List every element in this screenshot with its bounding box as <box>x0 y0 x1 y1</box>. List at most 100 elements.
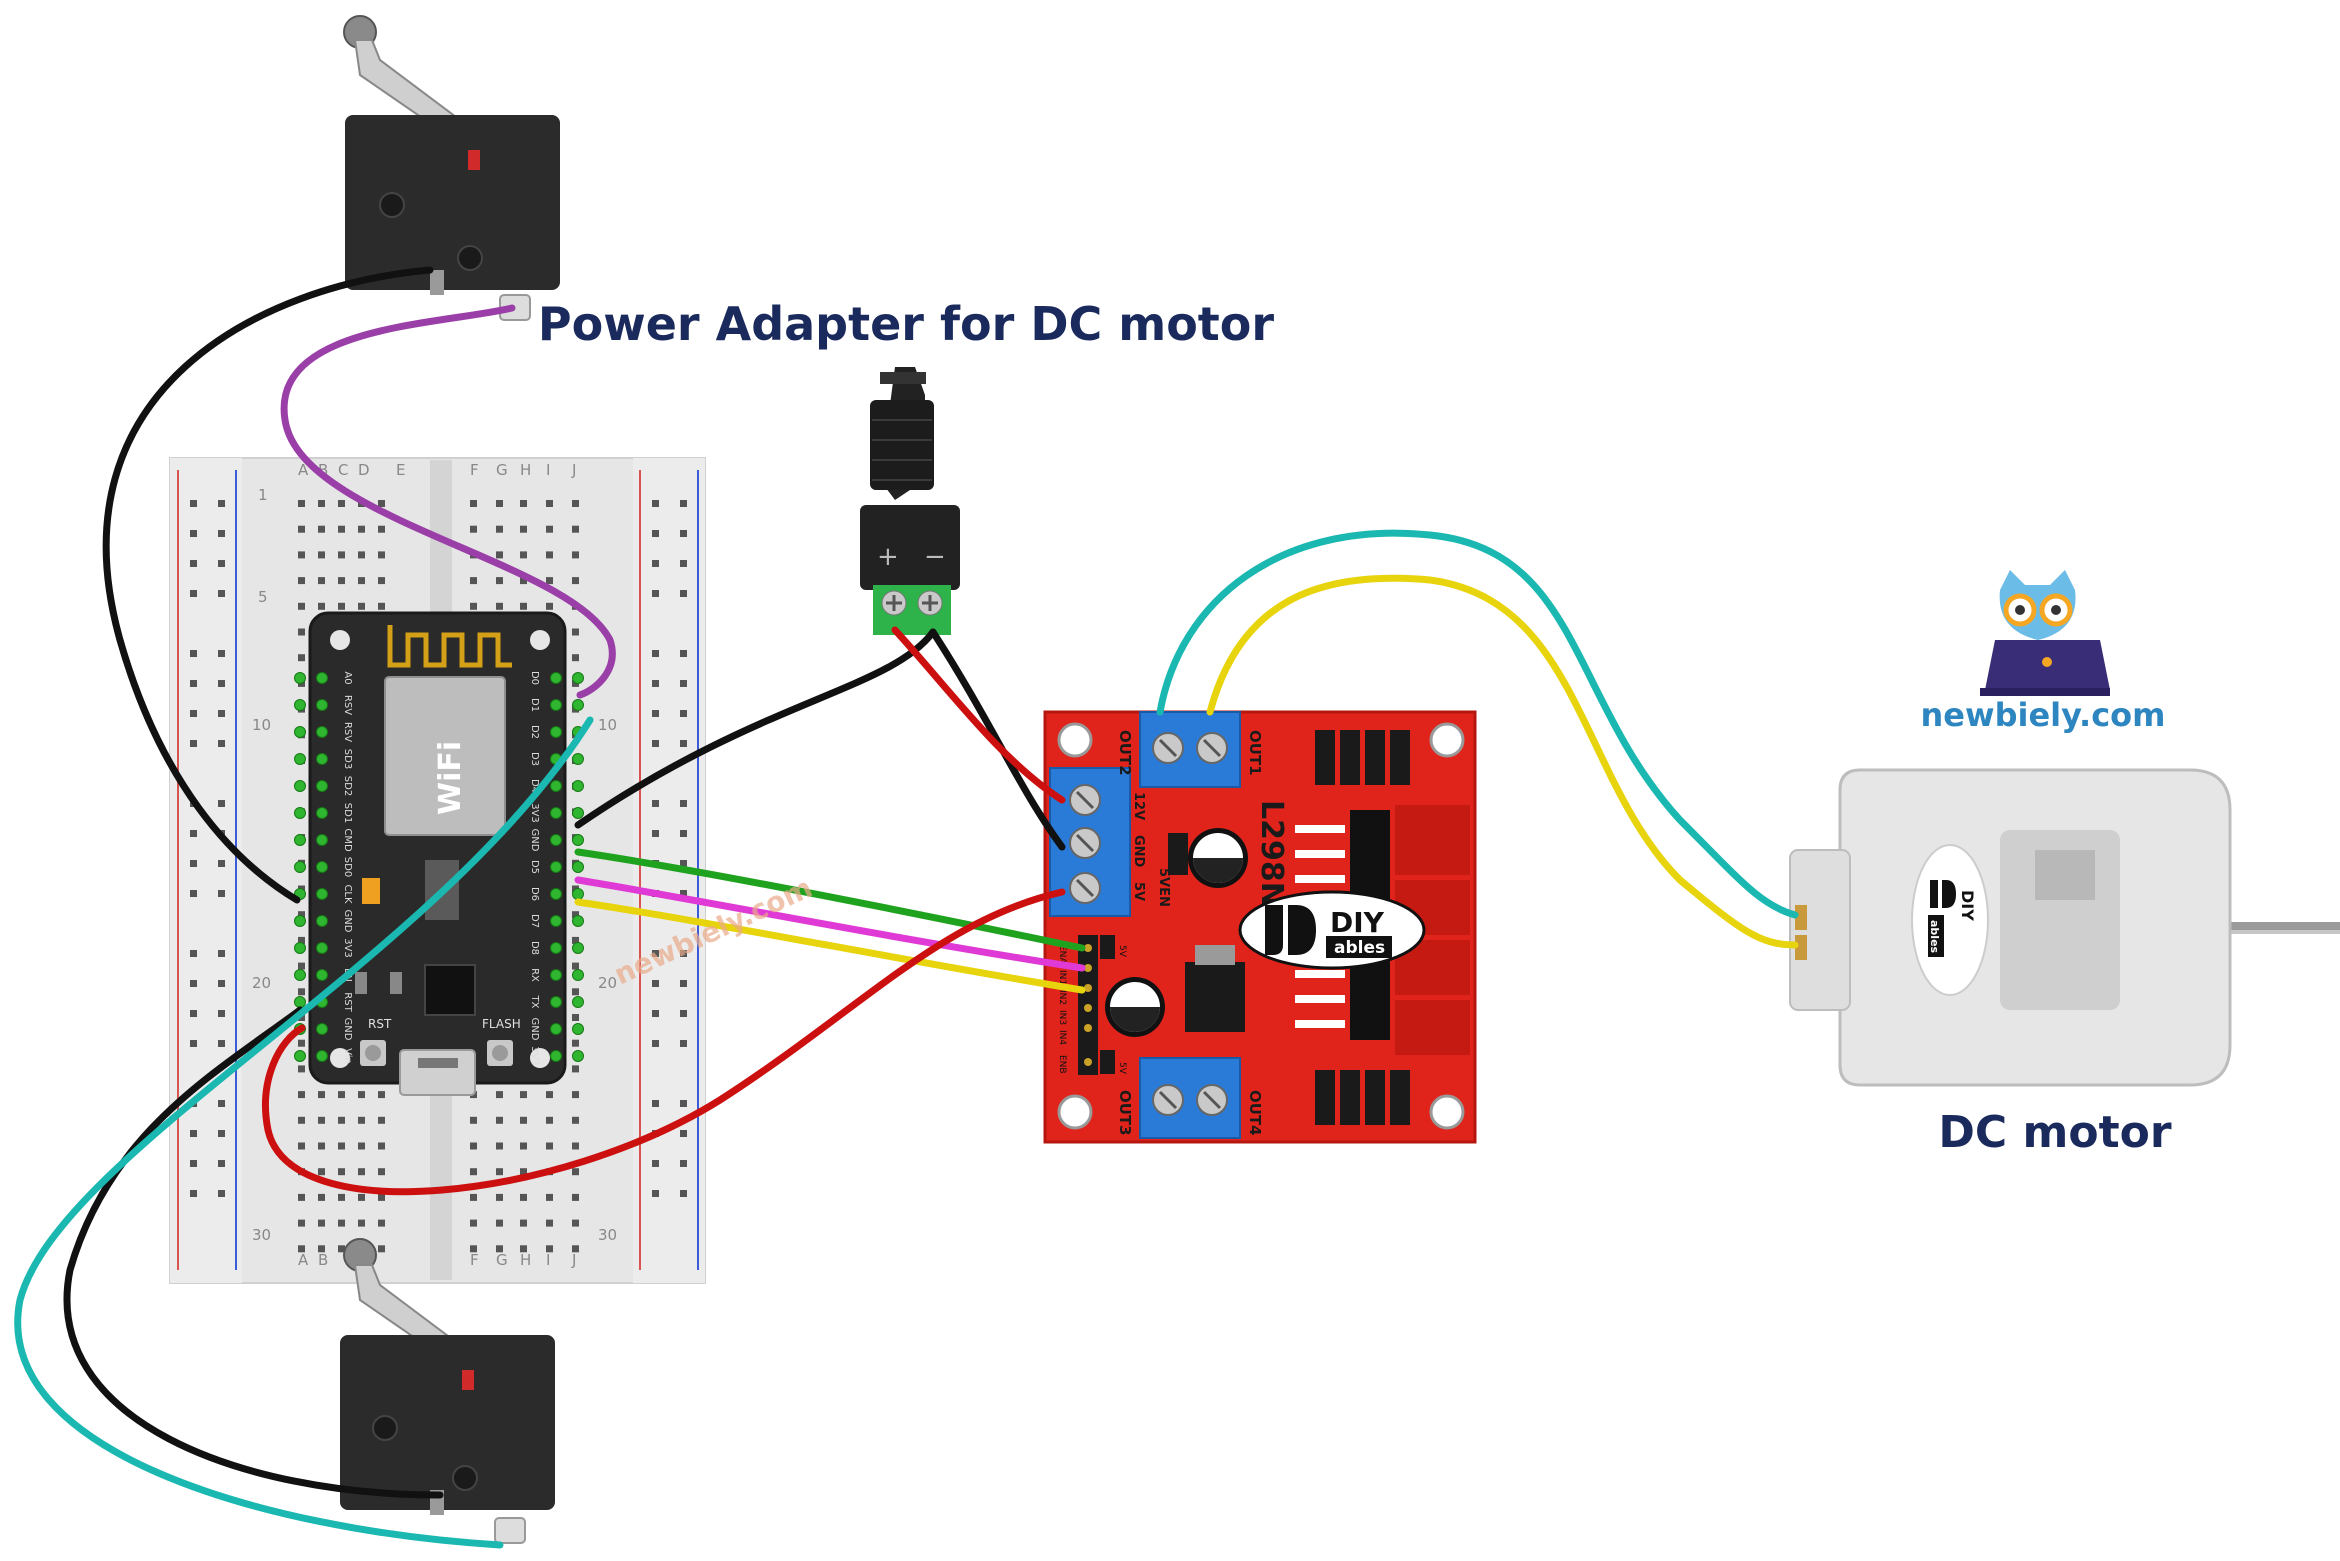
esp8266-pin <box>316 834 328 846</box>
breadboard-hole <box>546 500 553 507</box>
breadboard-hole <box>572 628 579 636</box>
esp8266-pin <box>294 672 306 684</box>
col-label-f-bottom: F <box>470 1251 479 1269</box>
breadboard-hole <box>338 1091 345 1099</box>
rail-hole <box>218 1010 225 1017</box>
breadboard-hole <box>546 525 553 533</box>
breadboard-hole <box>298 551 305 559</box>
breadboard-hole <box>572 911 579 919</box>
col-label-f: F <box>470 461 479 479</box>
rail-hole <box>190 1010 197 1017</box>
esp8266-pin <box>294 807 306 819</box>
rail-hole <box>190 710 197 717</box>
power-adapter-title: Power Adapter for DC motor <box>538 297 1274 351</box>
power-jack: + − <box>860 367 960 635</box>
breadboard-hole <box>338 1219 345 1227</box>
breadboard-hole <box>298 1245 305 1253</box>
rail-hole <box>652 650 659 657</box>
rail-hole <box>218 1160 225 1167</box>
esp8266-pin <box>550 969 562 981</box>
rail-hole <box>218 890 225 897</box>
breadboard-hole <box>318 551 325 559</box>
rail-hole <box>680 680 687 687</box>
esp8266-pin <box>316 969 328 981</box>
esp8266-pin <box>572 780 584 792</box>
esp8266-pin <box>550 699 562 711</box>
limit-switch-top <box>343 15 560 321</box>
breadboard-hole <box>378 602 385 610</box>
label-5ven: 5VEN <box>1156 868 1171 907</box>
esp8266-left-pin-label: A0 <box>342 671 353 684</box>
rail-hole <box>680 950 687 957</box>
esp8266-pin <box>316 1023 328 1035</box>
breadboard-hole <box>546 602 553 610</box>
esp8266-right-pin-label: D6 <box>529 887 540 901</box>
breadboard-hole <box>378 551 385 559</box>
breadboard-hole <box>572 1219 579 1227</box>
breadboard-hole <box>496 577 503 585</box>
breadboard-hole <box>298 602 305 610</box>
esp8266-right-pin-label: 3V3 <box>529 803 540 823</box>
label-out3: OUT3 <box>1116 1090 1134 1136</box>
rail-hole <box>218 500 225 507</box>
breadboard-hole <box>546 1116 553 1124</box>
esp8266-pin <box>316 942 328 954</box>
breadboard-hole <box>572 936 579 944</box>
breadboard-hole <box>338 577 345 585</box>
col-label-a: A <box>298 461 309 479</box>
rail-hole <box>190 500 197 507</box>
rail-hole <box>680 890 687 897</box>
esp8266-left-pin-label: SD1 <box>342 803 353 823</box>
label-5v: 5V <box>1131 882 1146 901</box>
breadboard-hole <box>338 1142 345 1150</box>
rail-hole <box>218 950 225 957</box>
esp8266-pin <box>572 807 584 819</box>
breadboard-hole <box>298 911 305 919</box>
breadboard-hole <box>298 1091 305 1099</box>
breadboard-hole <box>496 551 503 559</box>
label-out1: OUT1 <box>1246 730 1264 776</box>
esp8266-left-pin-label: 3V3 <box>342 938 353 958</box>
breadboard-hole <box>298 1142 305 1150</box>
wifi-logo-text: WiFi <box>433 741 468 815</box>
breadboard-hole <box>338 551 345 559</box>
breadboard-hole <box>496 500 503 507</box>
breadboard-hole <box>470 1219 477 1227</box>
flyback-diodes-top <box>1315 730 1410 785</box>
breadboard-hole <box>572 962 579 970</box>
rail-hole <box>218 1040 225 1047</box>
breadboard-hole <box>520 602 527 610</box>
breadboard-hole <box>470 577 477 585</box>
col-label-b: B <box>318 461 328 479</box>
esp8266-pin <box>316 861 328 873</box>
rail-hole <box>218 1130 225 1137</box>
row-number-20-right: 20 <box>598 974 617 992</box>
breadboard-hole <box>520 551 527 559</box>
esp8266-left-pin-label: SD2 <box>342 776 353 796</box>
capacitor-orange <box>362 878 380 904</box>
rail-hole <box>680 1190 687 1197</box>
breadboard-hole <box>496 602 503 610</box>
label-gnd: GND <box>1131 835 1146 868</box>
esp8266-pin <box>316 915 328 927</box>
breadboard-hole <box>470 602 477 610</box>
breadboard-hole <box>572 577 579 585</box>
breadboard-hole <box>318 1142 325 1150</box>
rail-hole <box>652 530 659 537</box>
breadboard-hole <box>572 1014 579 1021</box>
breadboard-hole <box>298 628 305 636</box>
breadboard-hole <box>546 551 553 559</box>
row-number-1: 1 <box>258 486 268 504</box>
breadboard-hole <box>496 525 503 533</box>
wire-purple-switch-top <box>280 304 616 699</box>
esp8266-pin <box>316 672 328 684</box>
breadboard-hole <box>496 1219 503 1227</box>
esp8266-right-pin-label: D7 <box>529 914 540 928</box>
breadboard-hole <box>358 602 365 610</box>
col-label-e: E <box>396 461 405 479</box>
esp8266-pin <box>294 996 306 1008</box>
esp8266-right-pin-label: D8 <box>529 941 540 955</box>
breadboard-hole <box>338 1168 345 1176</box>
breadboard-hole <box>298 1065 305 1073</box>
breadboard-hole <box>298 654 305 662</box>
